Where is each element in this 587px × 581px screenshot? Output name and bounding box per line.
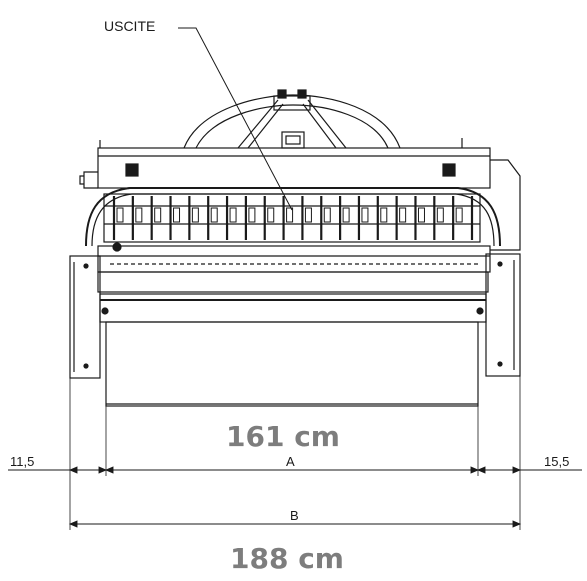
width-b-measure: 188 cm <box>230 542 344 575</box>
outlet-grid-cell <box>417 207 425 223</box>
outlet-grid-cell <box>267 207 275 223</box>
outlet-grid-cell <box>210 207 218 223</box>
outlet-grid-cell <box>191 207 199 223</box>
outlet-grid-cell <box>380 207 388 223</box>
outlet-grid-cell <box>135 207 143 223</box>
drum <box>105 321 479 407</box>
outlet-grid-cell <box>229 207 237 223</box>
outlet-grid-cell <box>154 207 162 223</box>
outlet-grid-cell <box>361 207 369 223</box>
outlet-grid-cell <box>116 207 124 223</box>
lower-housing <box>97 242 491 323</box>
dimension-lines <box>8 466 582 528</box>
left-side-plate <box>69 255 101 379</box>
outlet-grid-cell <box>436 207 444 223</box>
outlet-grid-cell <box>248 207 256 223</box>
outlet-grid-cell <box>342 207 350 223</box>
extension-lines <box>69 376 521 530</box>
outlet-callout-label: USCITE <box>104 18 156 34</box>
dimension-right-offset: 15,5 <box>544 454 570 469</box>
callout-leader-line <box>178 27 293 211</box>
outlet-grid-cell <box>286 207 294 223</box>
hitch-frame <box>237 89 347 149</box>
dimension-a-label: A <box>286 454 295 469</box>
right-side-plate <box>485 253 521 377</box>
top-arch <box>183 94 401 149</box>
outlet-grid-cell <box>455 207 463 223</box>
outlet-grid-cell <box>399 207 407 223</box>
outlet-grid-cell <box>173 207 181 223</box>
outlet-grid <box>85 187 501 247</box>
outlet-grid-cell <box>304 207 312 223</box>
dimension-left-offset: 11,5 <box>10 454 35 469</box>
outlet-grid-cell <box>323 207 331 223</box>
dimension-b-label: B <box>290 508 299 523</box>
width-a-measure: 161 cm <box>226 420 340 453</box>
